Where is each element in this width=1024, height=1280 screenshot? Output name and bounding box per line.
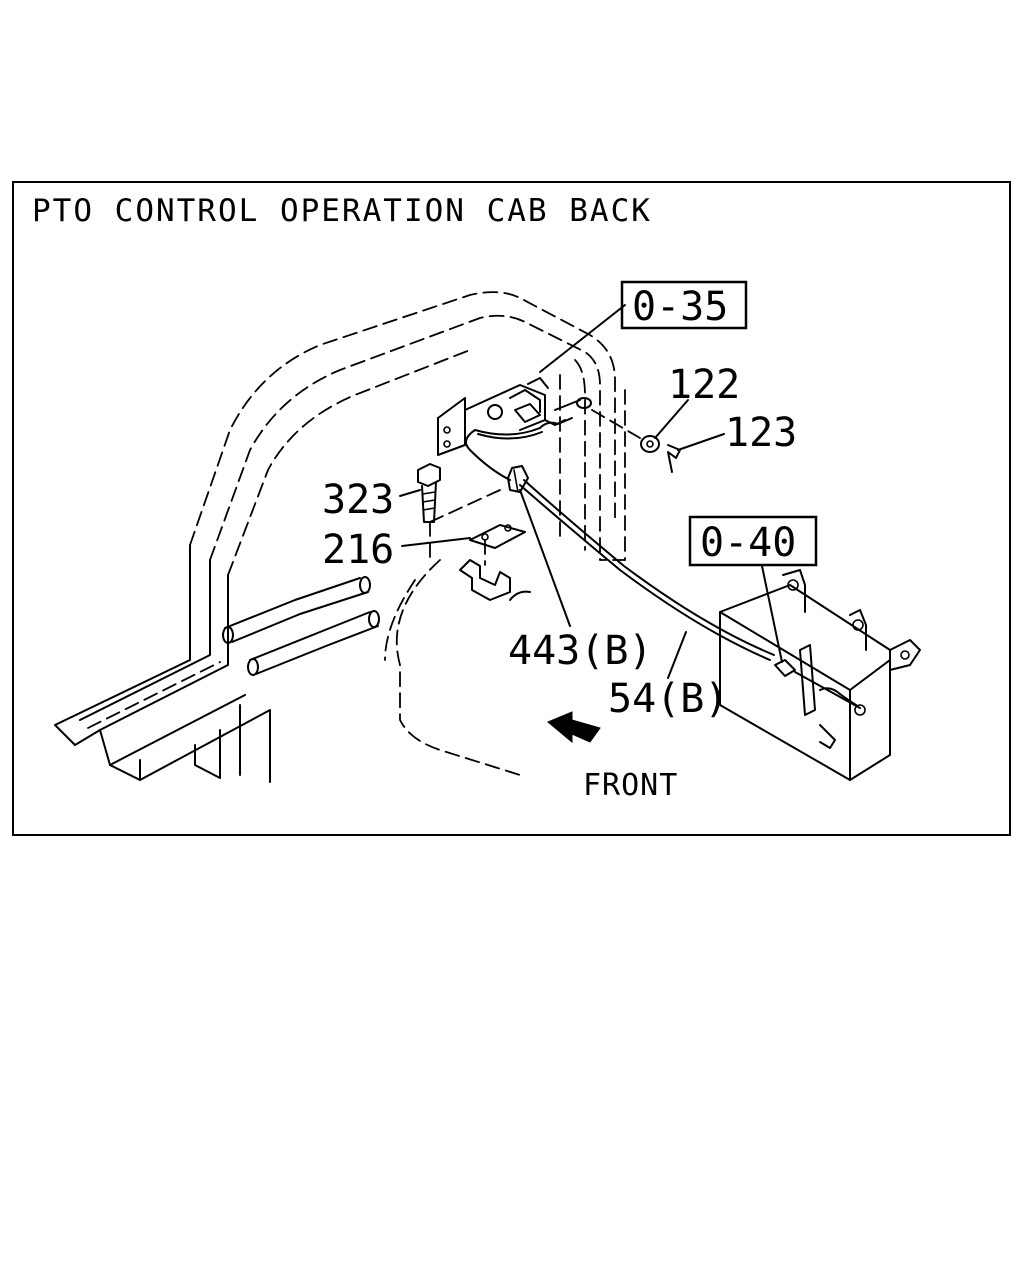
front-arrow-icon [547, 711, 601, 744]
pto-cable [465, 427, 775, 661]
callout-123: 123 [725, 410, 797, 456]
bolt [417, 463, 441, 561]
callout-54b: 54(B) [608, 676, 728, 722]
diagram-frame [12, 181, 1011, 836]
leader-54b [667, 631, 687, 679]
callout-122: 122 [668, 362, 740, 408]
ref-box-0-35: 0-35 [539, 280, 748, 373]
callout-443b: 443(B) [508, 628, 653, 674]
ref-box-0-40: 0-40 [688, 515, 818, 663]
cab-outline [189, 291, 626, 576]
leader-123 [677, 433, 725, 451]
control-assembly [437, 377, 592, 456]
bracket [429, 489, 526, 601]
ref-right-label: 0-40 [700, 520, 796, 566]
front-label: FRONT [583, 768, 678, 803]
leader-216 [401, 537, 471, 547]
washer-and-pin [591, 409, 681, 473]
leader-443b [519, 489, 571, 627]
lower-body-outline [384, 559, 531, 776]
ref-top-label: 0-35 [632, 284, 728, 330]
cable-clip [507, 465, 529, 493]
frame-rails [54, 544, 380, 783]
leader-323 [399, 489, 421, 497]
callout-323: 323 [322, 477, 394, 523]
pto-box [719, 569, 921, 781]
leader-122 [654, 399, 689, 439]
diagram-title: PTO CONTROL OPERATION CAB BACK [32, 193, 652, 229]
callout-216: 216 [322, 527, 394, 573]
